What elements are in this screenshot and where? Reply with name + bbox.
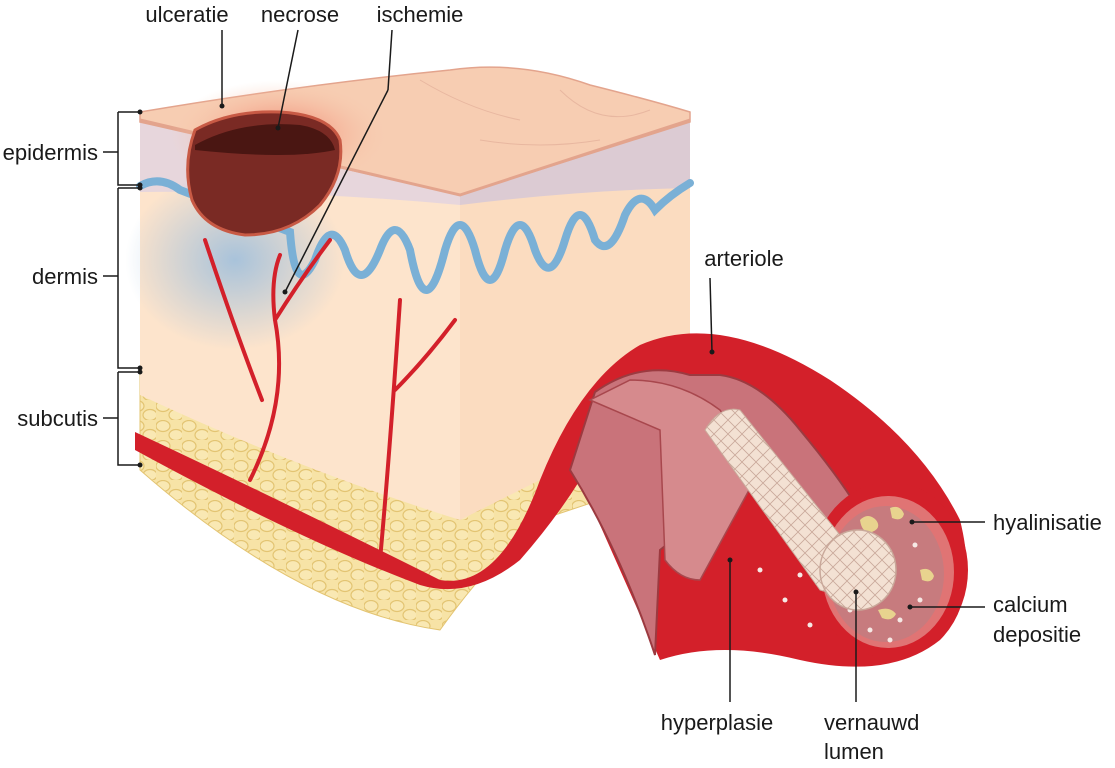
label-ulceratie: ulceratie <box>145 2 228 27</box>
label-calcium: calcium <box>993 592 1068 617</box>
hyalin-deposit <box>860 506 934 620</box>
label-arteriole: arteriole <box>704 246 783 271</box>
label-depositie: depositie <box>993 622 1081 647</box>
label-epidermis: epidermis <box>3 140 98 165</box>
labels: ulceratie necrose ischemie epidermis der… <box>3 2 1102 764</box>
label-dermis: dermis <box>32 264 98 289</box>
label-necrose: necrose <box>261 2 339 27</box>
label-hyperplasie: hyperplasie <box>661 710 774 735</box>
label-vernauwd: vernauwd <box>824 710 919 735</box>
necrosis-top <box>195 124 335 155</box>
arteriole <box>135 333 968 667</box>
label-subcutis: subcutis <box>17 406 98 431</box>
leader-dots <box>137 103 915 610</box>
label-lumen: lumen <box>824 739 884 764</box>
label-ischemie: ischemie <box>377 2 464 27</box>
dermal-papillae-line <box>136 177 694 294</box>
label-hyalinisatie: hyalinisatie <box>993 510 1102 535</box>
dermal-artery-1 <box>203 238 332 482</box>
skin-block <box>125 66 694 631</box>
epidermis-band-right <box>460 120 690 205</box>
leader-lines <box>103 29 985 702</box>
skin-fine-lines <box>419 79 651 146</box>
arteriole-outer-wall <box>568 369 872 656</box>
narrowed-lumen <box>819 529 897 611</box>
dermal-artery-2 <box>378 298 457 562</box>
